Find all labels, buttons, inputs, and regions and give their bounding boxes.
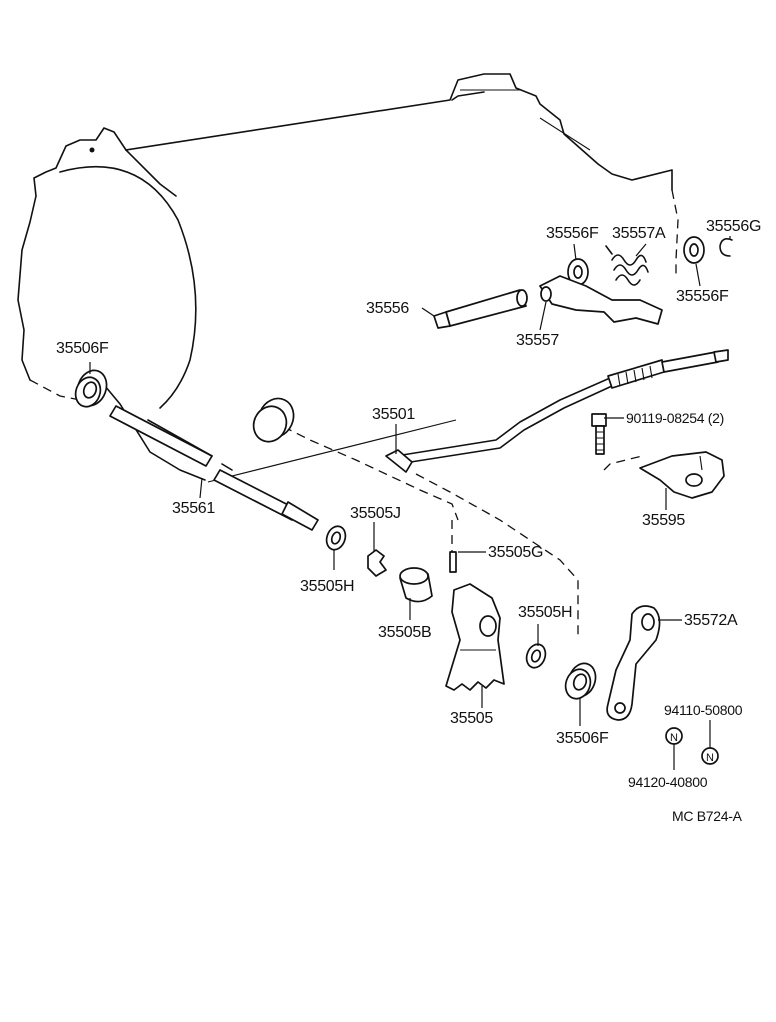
label-94120: 94120-40800 xyxy=(628,774,708,790)
bracket-35557 xyxy=(539,275,663,325)
collar-35505B xyxy=(399,567,433,603)
spring-35557A xyxy=(605,245,649,286)
label-35556F-left: 35556F xyxy=(546,225,599,242)
washer-35556F-right xyxy=(683,236,705,264)
svg-text:N: N xyxy=(706,752,714,764)
detent-plate-35505 xyxy=(445,583,505,691)
label-35556: 35556 xyxy=(366,300,409,317)
nut-symbol-94120: N xyxy=(665,727,683,745)
oil-seal-35506F-top xyxy=(74,369,108,408)
label-35561: 35561 xyxy=(172,500,215,517)
shaft-35561 xyxy=(109,405,319,531)
label-35506F-bottom: 35506F xyxy=(556,730,609,747)
label-35556G: 35556G xyxy=(706,218,762,235)
label-35505B: 35505B xyxy=(378,624,432,641)
assembly-guide-lines xyxy=(207,419,643,640)
label-35595: 35595 xyxy=(642,512,685,529)
label-35557: 35557 xyxy=(516,332,559,349)
label-35505H-left: 35505H xyxy=(300,578,355,595)
label-35501: 35501 xyxy=(372,406,415,423)
washer-35505H-right xyxy=(525,643,547,669)
diagram-code: MC B724-A xyxy=(672,808,742,824)
lever-35572A xyxy=(606,605,661,721)
clip-35505J xyxy=(367,549,387,577)
label-35572A: 35572A xyxy=(684,612,738,629)
label-35505G: 35505G xyxy=(488,544,544,561)
transmission-case-outline xyxy=(17,73,679,481)
clip-35556G xyxy=(719,238,733,257)
leader-lines xyxy=(89,236,731,770)
oil-seal-35506F-bottom xyxy=(564,662,597,700)
nut-symbol-94110: N xyxy=(701,747,719,765)
label-35505H-right: 35505H xyxy=(518,604,573,621)
label-35505J: 35505J xyxy=(350,505,401,522)
svg-text:N: N xyxy=(670,732,678,744)
bolt-90119 xyxy=(591,413,607,455)
ring-seal xyxy=(252,397,295,443)
washer-35556F-left xyxy=(567,258,589,286)
shaft-35556 xyxy=(433,289,528,329)
label-35505: 35505 xyxy=(450,710,493,727)
pin-35505G xyxy=(449,551,457,573)
label-90119: 90119-08254 (2) xyxy=(626,410,724,426)
bracket-35595 xyxy=(639,451,725,499)
label-35557A: 35557A xyxy=(612,225,666,242)
label-35506F-top: 35506F xyxy=(56,340,109,357)
washer-35505H-left xyxy=(325,525,347,551)
label-94110: 94110-50800 xyxy=(664,702,743,718)
shift-rod-35501 xyxy=(385,349,729,473)
label-35556F-right: 35556F xyxy=(676,288,729,305)
